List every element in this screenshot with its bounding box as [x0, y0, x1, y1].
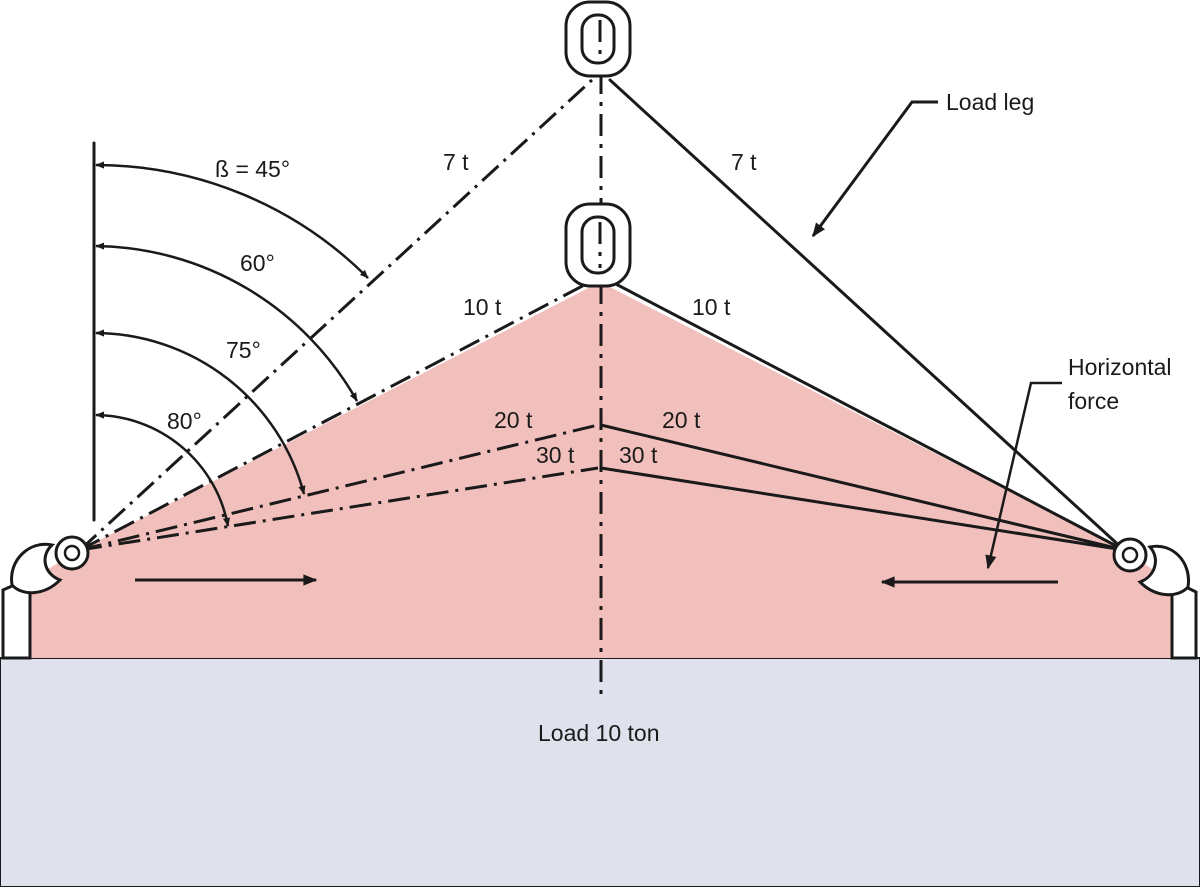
tension-label-80-right: 30 t — [619, 442, 658, 468]
right-leg-45 — [608, 78, 1126, 552]
angle-arc-75 — [95, 329, 306, 495]
tension-label-60-left: 10 t — [463, 294, 502, 320]
angle-arc-60 — [95, 242, 359, 402]
tension-label-45-right: 7 t — [731, 149, 757, 175]
horizontal-force-callout-arrow — [985, 381, 1062, 570]
lifting-ring-icon — [564, 202, 632, 288]
angle-label-60: 60° — [240, 250, 275, 276]
tension-label-75-right: 20 t — [662, 407, 701, 433]
tension-label-60-right: 10 t — [692, 294, 731, 320]
load-leg-callout-arrow — [811, 100, 938, 238]
angle-arc-80 — [95, 411, 231, 527]
load-leg-label: Load leg — [946, 89, 1034, 115]
tension-label-75-left: 20 t — [494, 407, 533, 433]
angle-label-80: 80° — [167, 408, 202, 434]
left-leg-75 — [79, 423, 599, 552]
tension-label-80-left: 30 t — [536, 442, 575, 468]
right-leg-60 — [610, 280, 1126, 552]
hook-icon — [1112, 537, 1198, 660]
hook-icon — [1, 535, 90, 660]
angle-label-45: ß = 45° — [215, 156, 290, 182]
right-leg-80 — [599, 466, 1126, 552]
left-leg-80 — [79, 466, 599, 552]
load-block — [0, 657, 1200, 887]
right-leg-75 — [599, 423, 1126, 552]
horizontal-force-label: Horizontal — [1068, 354, 1172, 380]
horizontal-force-label: force — [1068, 388, 1119, 414]
load-label: Load 10 ton — [538, 720, 660, 746]
lifting-ring-icon — [564, 0, 632, 78]
angle-label-75: 75° — [226, 337, 261, 363]
tension-label-45-left: 7 t — [443, 149, 469, 175]
